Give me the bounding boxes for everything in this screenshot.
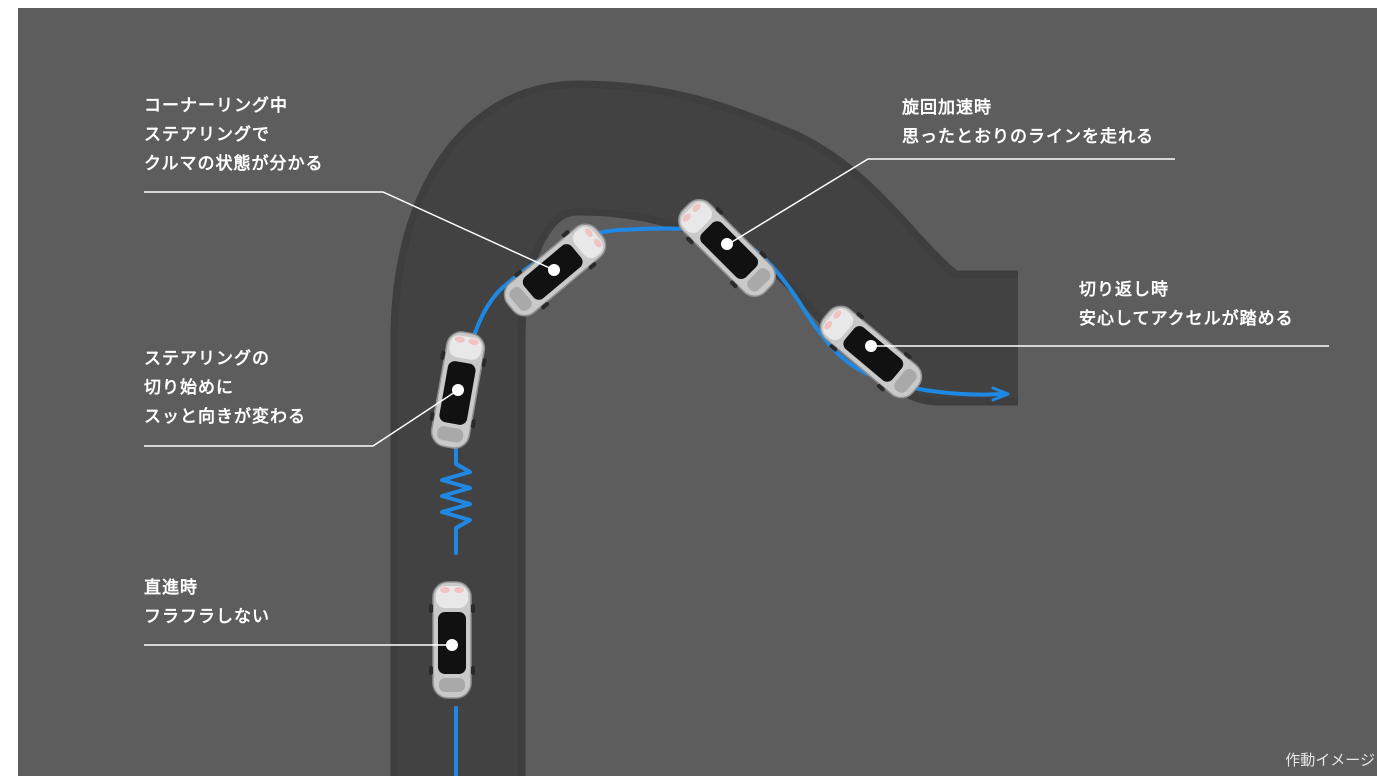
label-straight: 直進時 フラフラしない <box>144 574 270 632</box>
road <box>390 80 1018 776</box>
label-straight-line-2: フラフラしない <box>144 607 270 627</box>
marker-dots <box>446 238 877 651</box>
label-switchback-line-1: 切り返し時 <box>1079 280 1169 300</box>
label-cornering-line-1: コーナーリング中 <box>144 96 288 116</box>
label-turn-in-line-2: 切り始めに <box>144 378 234 398</box>
leader-lines <box>144 158 1329 646</box>
label-turn-in: ステアリングの 切り始めに スッと向きが変わる <box>144 345 306 432</box>
label-turn-in-line-3: スッと向きが変わる <box>144 407 306 427</box>
label-straight-line-1: 直進時 <box>144 578 198 598</box>
operation-image-caption: 作動イメージ <box>1285 751 1375 769</box>
label-cornering-line-3: クルマの状態が分かる <box>144 154 324 174</box>
label-turn-in-line-1: ステアリングの <box>144 349 270 369</box>
road-scene <box>144 80 1329 776</box>
label-exit-accel-line-1: 旋回加速時 <box>902 98 992 118</box>
label-exit-accel-line-2: 思ったとおりのラインを走れる <box>902 127 1154 147</box>
label-exit-accel: 旋回加速時 思ったとおりのラインを走れる <box>902 94 1154 152</box>
label-switchback-line-2: 安心してアクセルが踏める <box>1079 309 1294 329</box>
label-switchback: 切り返し時 安心してアクセルが踏める <box>1079 276 1294 334</box>
label-cornering-line-2: ステアリングで <box>144 125 270 145</box>
label-cornering: コーナーリング中 ステアリングで クルマの状態が分かる <box>144 92 324 179</box>
diagram-stage: コーナーリング中 ステアリングで クルマの状態が分かる ステアリングの 切り始め… <box>18 8 1377 776</box>
